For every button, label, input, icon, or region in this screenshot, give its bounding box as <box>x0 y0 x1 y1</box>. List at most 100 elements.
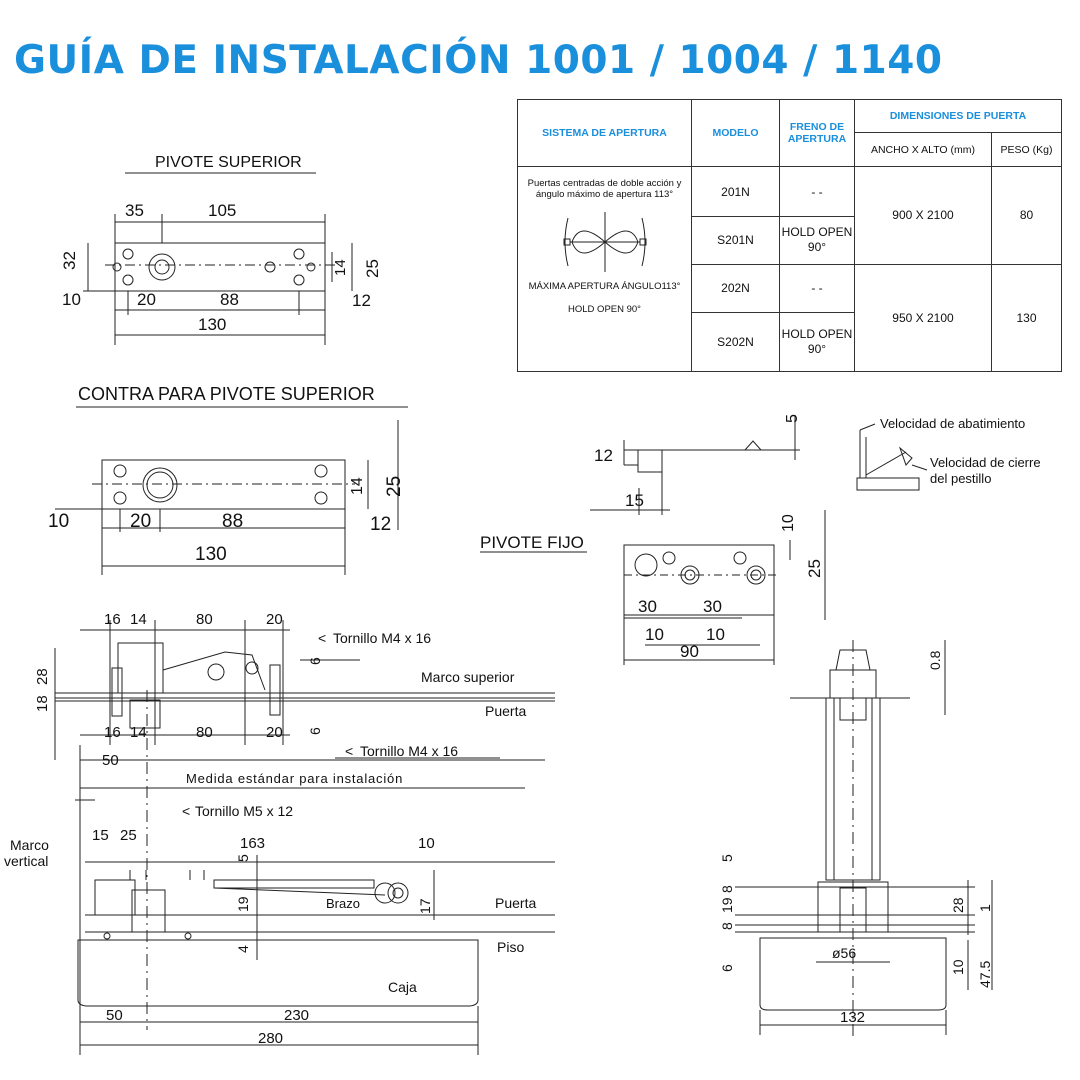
dim-label: 14 <box>332 259 349 276</box>
dim-label: 0.8 <box>927 650 943 670</box>
dim-label: 12 <box>370 514 391 535</box>
dim-label: 10 <box>950 959 966 975</box>
model-cell: 201N <box>691 166 780 218</box>
marco-vertical-label: vertical <box>4 853 48 869</box>
marco-vertical-label: Marco <box>10 837 49 853</box>
weight-cell: 130 <box>990 263 1063 373</box>
dim-label: 50 <box>106 1007 123 1024</box>
medida-estandar-label: Medida estándar para instalación <box>186 771 403 786</box>
model-cell: S202N <box>691 311 780 373</box>
spec-table: SISTEMA DE APERTURA MODELO FRENO DE APER… <box>517 98 1063 373</box>
dim-label: 25 <box>805 559 824 578</box>
tornillo-m5-label: Tornillo M5 x 12 <box>195 803 293 819</box>
dim-label: 20 <box>266 724 283 741</box>
header-weight: PESO (Kg) <box>990 132 1063 168</box>
dim-label: 12 <box>352 291 371 310</box>
header-brake: FRENO DE APERTURA <box>779 98 855 168</box>
puerta-label: Puerta <box>495 895 536 911</box>
dim-label: 14 <box>130 724 147 741</box>
dim-label: 80 <box>196 611 213 628</box>
dim-label: 1 <box>977 904 993 912</box>
tornillo-m4-label: Tornillo M4 x 16 <box>360 743 458 759</box>
dim-label: 10 <box>62 290 81 309</box>
brazo-label: Brazo <box>326 896 360 911</box>
dim-label: 6 <box>307 657 323 665</box>
speed-label-cierre: del pestillo <box>930 471 991 486</box>
tornillo-label: < <box>318 630 326 646</box>
tornillo-m4-label: Tornillo M4 x 16 <box>333 630 431 646</box>
dim-label: 28 <box>950 897 966 913</box>
dim-label: 105 <box>208 201 236 220</box>
dim-label: 17 <box>417 898 433 914</box>
dim-label: 14 <box>130 611 147 628</box>
dim-label: 5 <box>235 854 251 862</box>
dim-label: 30 <box>638 597 657 616</box>
dim-label: 132 <box>840 1009 865 1026</box>
dim-label: 14 <box>349 477 366 495</box>
dim-label: 25 <box>120 827 137 844</box>
dim-label: 4 <box>235 945 251 953</box>
dim-label: 5 <box>719 854 735 862</box>
dim-label: 88 <box>222 511 243 532</box>
pivote-fijo-label: PIVOTE FIJO <box>480 533 584 552</box>
tornillo-label: < <box>182 803 190 819</box>
dim-label: 6 <box>719 964 735 972</box>
dim-label: 10 <box>48 511 69 532</box>
dim-label: 32 <box>60 251 79 270</box>
dim-label: 28 <box>34 668 51 685</box>
dim-label: 15 <box>92 827 109 844</box>
system-description-cell: Puertas centradas de doble acción y ángu… <box>517 166 692 372</box>
dim-label: 12 <box>594 446 613 465</box>
speed-label-abatimiento: Velocidad de abatimiento <box>880 416 1025 431</box>
page-title: GUÍA DE INSTALACIÓN 1001 / 1004 / 1140 <box>14 38 943 83</box>
dim-label: 8 <box>719 885 735 893</box>
weight-cell: 80 <box>990 166 1063 265</box>
piso-label: Piso <box>497 939 524 955</box>
puerta-label: Puerta <box>485 703 526 719</box>
size-cell: 900 X 2100 <box>854 166 992 265</box>
dim-label: 10 <box>706 625 725 644</box>
dim-label: 5 <box>784 414 801 423</box>
dim-label: 80 <box>196 724 213 741</box>
dim-label: 15 <box>625 491 644 510</box>
dim-label: 88 <box>220 290 239 309</box>
dim-label: 19 <box>719 897 735 913</box>
header-dimensions: DIMENSIONES DE PUERTA <box>853 98 1063 134</box>
dim-label: 25 <box>363 259 382 278</box>
brake-cell: HOLD OPEN 90° <box>779 311 855 373</box>
contra-pivote-label: CONTRA PARA PIVOTE SUPERIOR <box>78 384 375 404</box>
dim-label: 50 <box>102 752 119 769</box>
hold-open-note: HOLD OPEN 90° <box>568 303 641 315</box>
dim-label: 18 <box>34 695 51 712</box>
brake-cell: HOLD OPEN 90° <box>779 216 855 265</box>
dim-label: 20 <box>266 611 283 628</box>
dim-label: 6 <box>307 727 323 735</box>
model-cell: S201N <box>691 216 780 265</box>
dim-label: 90 <box>680 642 699 661</box>
caja-label: Caja <box>388 979 417 995</box>
speed-label-cierre: Velocidad de cierre <box>930 455 1041 470</box>
header-system: SISTEMA DE APERTURA <box>517 98 692 168</box>
tornillo-label: < <box>345 743 353 759</box>
system-description: Puertas centradas de doble acción y ángu… <box>527 178 682 200</box>
dim-label: 230 <box>284 1007 309 1024</box>
header-model: MODELO <box>691 98 780 168</box>
dim-label: 10 <box>780 514 797 532</box>
dim-label: 130 <box>195 544 227 565</box>
diameter-label: ø56 <box>832 945 856 961</box>
dim-label: 130 <box>198 315 226 334</box>
brake-cell: - - <box>779 263 855 313</box>
size-cell: 950 X 2100 <box>854 263 992 373</box>
dim-label: 163 <box>240 835 265 852</box>
marco-superior-label: Marco superior <box>421 669 515 685</box>
dim-label: 20 <box>137 290 156 309</box>
dim-label: 10 <box>645 625 664 644</box>
dim-label: 8 <box>719 922 735 930</box>
double-action-door-icon <box>563 212 646 273</box>
dim-label: 20 <box>130 511 151 532</box>
dim-label: 16 <box>104 724 121 741</box>
dim-label: 10 <box>418 835 435 852</box>
dim-label: 25 <box>384 476 405 497</box>
dim-label: 280 <box>258 1030 283 1047</box>
